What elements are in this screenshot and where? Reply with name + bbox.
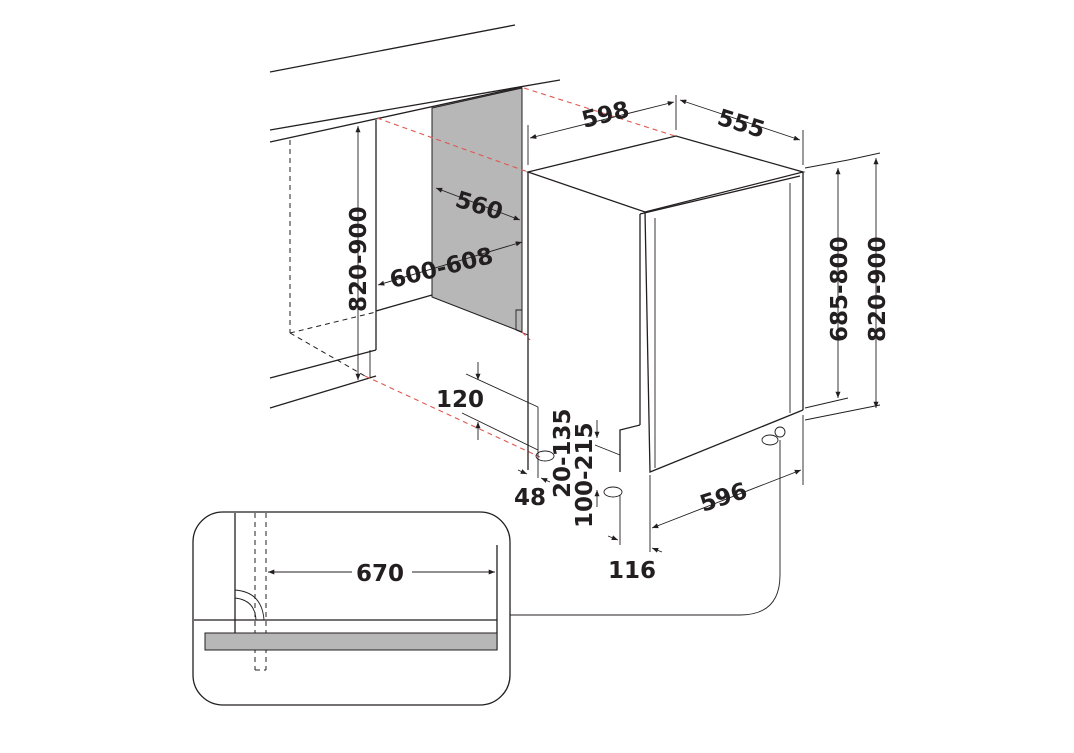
niche-guide-lines <box>364 87 679 458</box>
label-front-width: 596 <box>697 478 751 518</box>
label-plinth-offset: 48 <box>514 485 546 511</box>
label-appliance-height-total: 820-900 <box>865 236 891 342</box>
label-appliance-depth: 555 <box>714 105 768 144</box>
adjustable-foot <box>535 450 555 462</box>
label-niche-height: 820-900 <box>346 206 372 312</box>
door-panel <box>204 632 498 651</box>
door-swing-inset: 670 <box>192 440 781 706</box>
label-door-swing-clearance: 670 <box>356 561 404 587</box>
label-foot-range-rear: 20-135 <box>550 408 576 498</box>
label-door-offset: 116 <box>608 558 656 584</box>
dimension-lines <box>355 95 881 553</box>
dishwasher-body <box>525 135 806 498</box>
adjustable-foot <box>603 486 623 498</box>
kitchen-cabinet <box>269 24 561 409</box>
adjustable-foot <box>761 434 779 446</box>
label-plinth-height: 120 <box>436 387 484 413</box>
label-appliance-height: 685-800 <box>827 236 853 342</box>
label-appliance-width: 598 <box>579 97 632 134</box>
label-foot-range-front: 100-215 <box>572 422 598 528</box>
